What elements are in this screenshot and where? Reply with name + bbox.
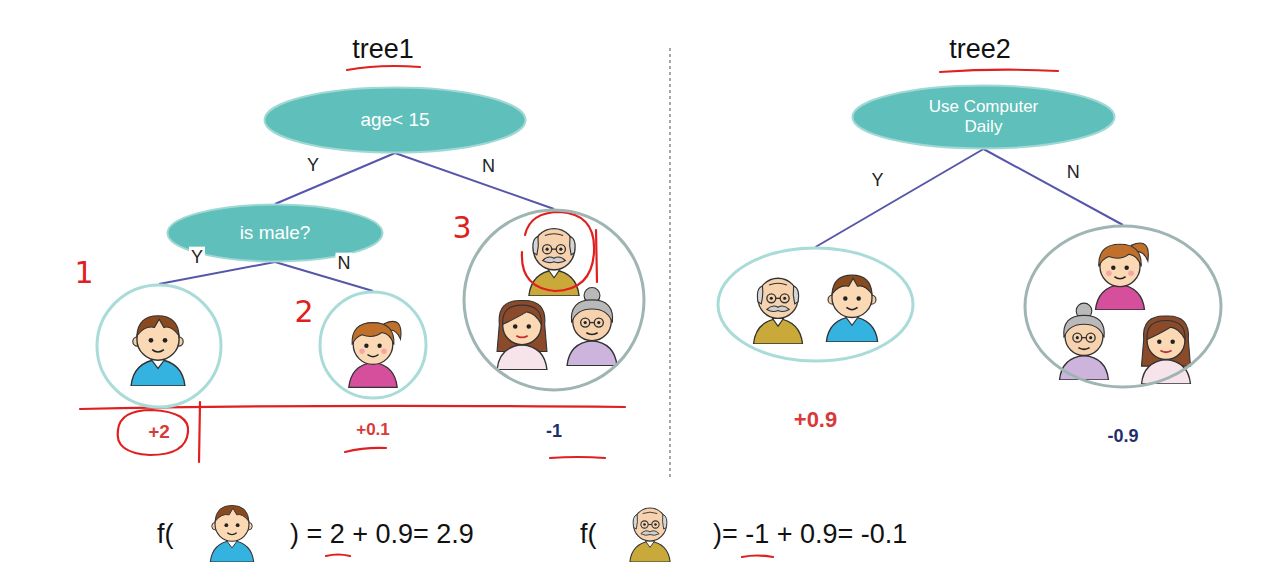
leaf-shape (320, 292, 426, 398)
grandpa-figure (630, 508, 670, 562)
tree-title: tree1 (352, 34, 414, 65)
leaf-circle: +0.9 (716, 246, 915, 434)
leaf-shape (1025, 226, 1221, 387)
leaf-value: -1 (462, 421, 646, 442)
formula-text: f( (157, 519, 174, 550)
underline-stroke (347, 66, 420, 70)
woman-figure (1141, 316, 1190, 384)
circle-stroke (522, 212, 594, 291)
leaf-outline (716, 246, 915, 363)
tree-branch (275, 153, 395, 204)
leaf-value: -0.9 (1023, 426, 1223, 447)
tree-branch (159, 262, 275, 284)
leaf-circle: -0.9 (1023, 224, 1223, 449)
boy-figure (826, 275, 877, 342)
branch-label: Y (305, 154, 321, 175)
callout-number: 1 (74, 256, 93, 291)
decision-ellipse: Use Computer Daily (851, 84, 1116, 150)
formula-text: ) = 2 + 0.9= 2.9 (290, 519, 474, 550)
leaf-outline (462, 208, 646, 392)
formula-text: )= -1 + 0.9= -0.1 (713, 519, 907, 550)
tree-title: tree2 (949, 34, 1011, 65)
annotation-stroke (199, 402, 200, 462)
grandpa-figure (753, 278, 802, 344)
leaf-circle: +2 (95, 283, 223, 445)
leaf-outline (318, 290, 428, 400)
tree-branch (275, 262, 373, 291)
leaf-shape (718, 248, 913, 361)
girl-figure (349, 321, 401, 387)
branch-label: N (480, 156, 497, 177)
woman-figure (497, 300, 547, 369)
tree-branch (984, 149, 1124, 225)
boy-figure (210, 505, 253, 562)
leaf-shape (97, 285, 221, 407)
underline-stroke (940, 70, 1058, 72)
branch-label: Y (189, 247, 205, 268)
grandma-figure (1059, 303, 1108, 380)
branch-label: Y (869, 170, 885, 191)
node-label: age< 15 (360, 109, 429, 131)
underline-stroke (742, 556, 773, 558)
ellipse-shape (265, 88, 526, 153)
formula-text: f( (580, 519, 597, 550)
node-label: is male? (240, 222, 311, 244)
leaf-shape (464, 210, 644, 390)
decision-ellipse: age< 15 (263, 86, 527, 154)
grandma-figure (567, 287, 617, 365)
girl-figure (1095, 243, 1148, 310)
node-label: Use Computer Daily (919, 97, 1049, 136)
underline-stroke (345, 448, 386, 452)
leaf-outline (95, 283, 223, 409)
tree-branch (395, 153, 554, 209)
leaf-outline (1023, 224, 1223, 389)
annotation-stroke (596, 230, 597, 282)
leaf-circle: +0.1 (318, 290, 428, 442)
branch-label: N (1065, 162, 1082, 183)
leaf-value: +2 (95, 421, 223, 443)
underline-stroke (550, 457, 605, 458)
branch-label: N (336, 252, 353, 273)
callout-number: 2 (294, 295, 313, 330)
tree-branch (816, 149, 984, 247)
underline-stroke (326, 555, 350, 557)
leaf-value: +0.1 (318, 420, 428, 440)
boy-figure (131, 316, 185, 386)
ellipse-shape (853, 86, 1115, 149)
callout-number: 3 (452, 211, 471, 246)
leaf-value: +0.9 (716, 407, 915, 432)
leaf-circle: -1 (462, 208, 646, 444)
divider-line (669, 48, 671, 478)
